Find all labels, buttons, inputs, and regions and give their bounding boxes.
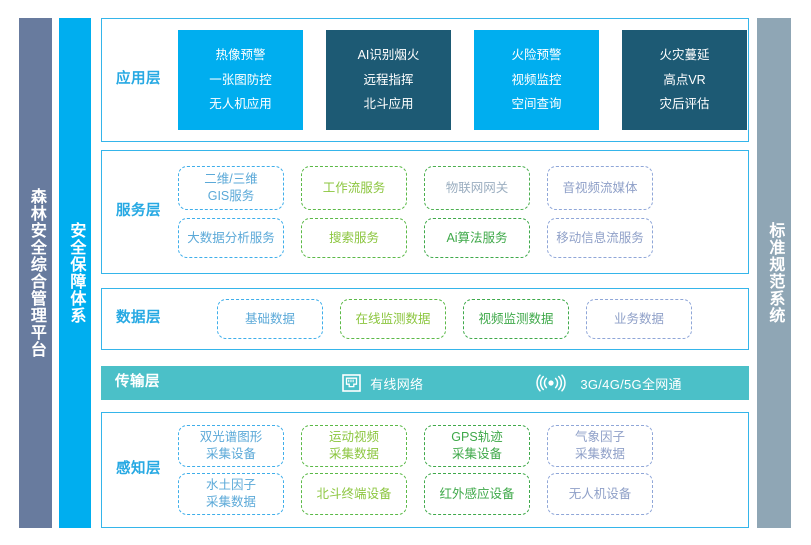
text-line: 工作流服务 — [322, 180, 386, 195]
text-line: 一张图防控 — [209, 72, 272, 87]
capability-chip[interactable]: 双光谱图形采集设备 — [178, 425, 284, 467]
transmission-layer: 传输层 有线网络 — [101, 366, 749, 400]
application-card[interactable]: 火险预警视频监控空间查询 — [474, 30, 599, 130]
transmission-item-mobile-label: 3G/4G/5G全网通 — [580, 376, 682, 392]
capability-chip[interactable]: GPS轨迹采集设备 — [424, 425, 530, 467]
transmission-items: 有线网络 3G/4G/5G全网通 — [177, 366, 749, 400]
capability-chip[interactable]: 视频监测数据 — [463, 299, 569, 339]
text-line: 二维/三维 — [204, 172, 258, 187]
capability-chip[interactable]: 水土因子采集数据 — [178, 473, 284, 515]
ethernet-port-icon — [342, 374, 361, 392]
text-line: 运动视频 — [328, 430, 379, 445]
text-line: 采集数据 — [205, 495, 256, 509]
capability-chip[interactable]: 音视频流媒体 — [547, 166, 653, 210]
data-chip-list: 基础数据 在线监测数据 视频监测数据 业务数据 — [178, 289, 748, 349]
standard-system-pillar-label: 标准规范系统 — [766, 222, 784, 324]
service-layer: 服务层 二维/三维 GIS服务 工作流服务 物联网网关 音视频流媒体大数据分析服务 搜索服… — [101, 150, 749, 274]
text-line: 北斗应用 — [363, 97, 414, 112]
transmission-item-wired-label: 有线网络 — [370, 376, 424, 392]
text-line: 大数据分析服务 — [187, 230, 275, 245]
data-layer: 数据层 基础数据 在线监测数据 视频监测数据 业务数据 — [101, 288, 749, 350]
text-line: 移动信息流服务 — [556, 230, 644, 245]
text-line: 视频监测数据 — [478, 311, 554, 326]
text-line: 业务数据 — [613, 311, 664, 326]
text-line: 水土因子 — [205, 478, 256, 493]
application-card[interactable]: 火灾蔓延高点VR 灾后评估 — [622, 30, 747, 130]
transmission-item-mobile: 3G/4G/5G全网通 — [531, 374, 682, 393]
transmission-item-wired: 有线网络 — [342, 374, 423, 393]
standard-system-pillar: 标准规范系统 — [757, 18, 791, 528]
text-line: 视频监控 — [511, 72, 562, 87]
text-line: 采集数据 — [328, 447, 379, 461]
chip-row: 大数据分析服务 搜索服务 Ai算法服务 移动信息流服务 — [178, 218, 748, 258]
security-system-pillar-label: 安全保障体系 — [67, 222, 85, 324]
capability-chip[interactable]: 基础数据 — [217, 299, 323, 339]
text-line: 气象因子 — [574, 430, 625, 445]
capability-chip[interactable]: 气象因子采集数据 — [547, 425, 653, 467]
text-line: 在线监测数据 — [355, 311, 431, 326]
capability-chip[interactable]: 大数据分析服务 — [178, 218, 284, 258]
text-line: 采集设备 — [451, 447, 502, 461]
security-system-pillar: 安全保障体系 — [59, 18, 91, 528]
capability-chip[interactable]: Ai算法服务 — [424, 218, 530, 258]
text-line: 无人机设备 — [568, 486, 632, 501]
text-line: 物联网网关 — [445, 180, 509, 195]
text-line: Ai算法服务 — [446, 230, 508, 245]
service-layer-label: 服务层 — [116, 203, 161, 220]
text-line: 高点VR — [663, 72, 706, 87]
text-line: 基础数据 — [244, 311, 295, 326]
capability-chip[interactable]: 红外感应设备 — [424, 473, 530, 515]
application-card[interactable]: AI识别烟火远程指挥北斗应用 — [326, 30, 451, 130]
text-line: GPS轨迹 — [451, 430, 503, 445]
text-line: 无人机应用 — [209, 97, 272, 112]
text-line: 热像预警 — [215, 48, 266, 63]
text-line: 远程指挥 — [363, 72, 414, 87]
application-layer-label: 应用层 — [116, 71, 161, 88]
capability-chip[interactable]: 工作流服务 — [301, 166, 407, 210]
text-line: 红外感应设备 — [439, 486, 515, 501]
capability-chip[interactable]: 二维/三维 GIS服务 — [178, 166, 284, 210]
text-line: 搜索服务 — [328, 230, 379, 245]
capability-chip[interactable]: 运动视频采集数据 — [301, 425, 407, 467]
service-chip-grid: 二维/三维 GIS服务 工作流服务 物联网网关 音视频流媒体大数据分析服务 搜索服务 Ai算… — [178, 151, 748, 273]
chip-row: 水土因子采集数据 北斗终端设备 红外感应设备 无人机设备 — [178, 473, 748, 515]
capability-chip[interactable]: 物联网网关 — [424, 166, 530, 210]
transmission-layer-label: 传输层 — [115, 374, 160, 391]
chip-row: 二维/三维 GIS服务 工作流服务 物联网网关 音视频流媒体 — [178, 166, 748, 210]
capability-chip[interactable]: 北斗终端设备 — [301, 473, 407, 515]
application-card[interactable]: 热像预警一张图防控无人机应用 — [178, 30, 303, 130]
text-line: GIS服务 — [207, 189, 255, 203]
text-line: AI识别烟火 — [357, 48, 420, 63]
text-line: 空间查询 — [511, 97, 562, 112]
text-line: 火灾蔓延 — [659, 48, 710, 63]
perception-layer-label: 感知层 — [116, 461, 161, 478]
data-layer-label: 数据层 — [116, 310, 161, 327]
text-line: 双光谱图形 — [199, 430, 263, 445]
text-line: 火险预警 — [511, 48, 562, 63]
platform-pillar-label: 森林安全综合管理平台 — [27, 188, 45, 358]
wireless-signal-icon — [531, 374, 571, 392]
capability-chip[interactable]: 在线监测数据 — [340, 299, 446, 339]
capability-chip[interactable]: 移动信息流服务 — [547, 218, 653, 258]
text-line: 灾后评估 — [659, 97, 710, 112]
text-line: 北斗终端设备 — [316, 486, 392, 501]
text-line: 采集数据 — [574, 447, 625, 461]
capability-chip[interactable]: 搜索服务 — [301, 218, 407, 258]
text-line: 音视频流媒体 — [562, 180, 638, 195]
capability-chip[interactable]: 无人机设备 — [547, 473, 653, 515]
text-line: 采集设备 — [205, 447, 256, 461]
capability-chip[interactable]: 业务数据 — [586, 299, 692, 339]
platform-pillar: 森林安全综合管理平台 — [19, 18, 52, 528]
